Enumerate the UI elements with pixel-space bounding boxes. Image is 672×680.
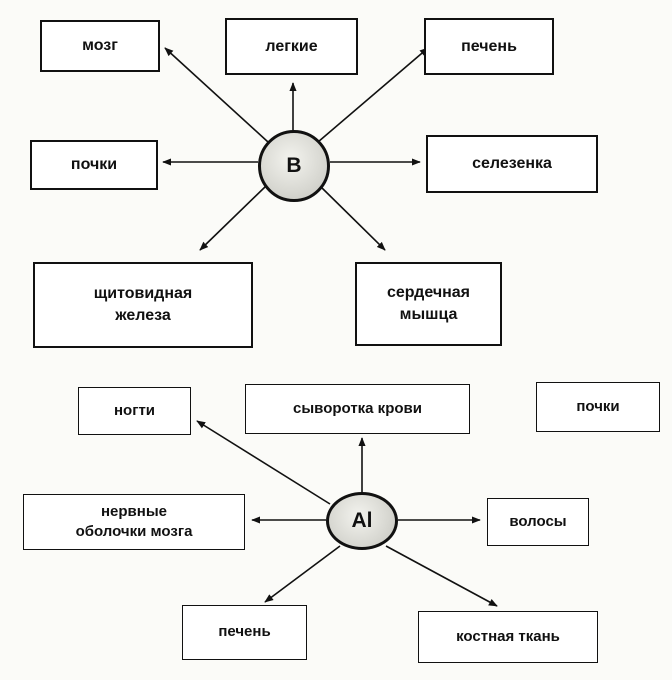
node-bone-tissue: костная ткань — [418, 611, 598, 663]
arrow-to-bone-tissue — [385, 545, 498, 607]
node-liver: печень — [424, 18, 554, 75]
hub-al: Al — [326, 492, 398, 550]
node-thyroid: щитовидная железа — [33, 262, 253, 348]
node-nerve-sheaths: нервные оболочки мозга — [23, 494, 245, 550]
node-spleen: селезенка — [426, 135, 598, 193]
node-blood-serum: сыворотка крови — [245, 384, 470, 434]
arrow-to-liver-bottom — [264, 545, 341, 603]
arrow-to-liver — [317, 47, 429, 143]
node-hair: волосы — [487, 498, 589, 546]
arrow-to-heart-muscle — [319, 185, 386, 251]
node-liver-bottom: печень — [182, 605, 307, 660]
arrow-to-thyroid — [199, 185, 267, 251]
node-heart-muscle: сердечная мышца — [355, 262, 502, 346]
arrow-to-brain — [164, 47, 269, 143]
node-lungs: легкие — [225, 18, 358, 75]
node-nails: ногти — [78, 387, 191, 435]
node-kidneys: почки — [30, 140, 158, 190]
node-brain: мозг — [40, 20, 160, 72]
node-kidneys-bottom: почки — [536, 382, 660, 432]
hub-b: B — [258, 130, 330, 202]
arrow-to-nails — [196, 420, 331, 505]
